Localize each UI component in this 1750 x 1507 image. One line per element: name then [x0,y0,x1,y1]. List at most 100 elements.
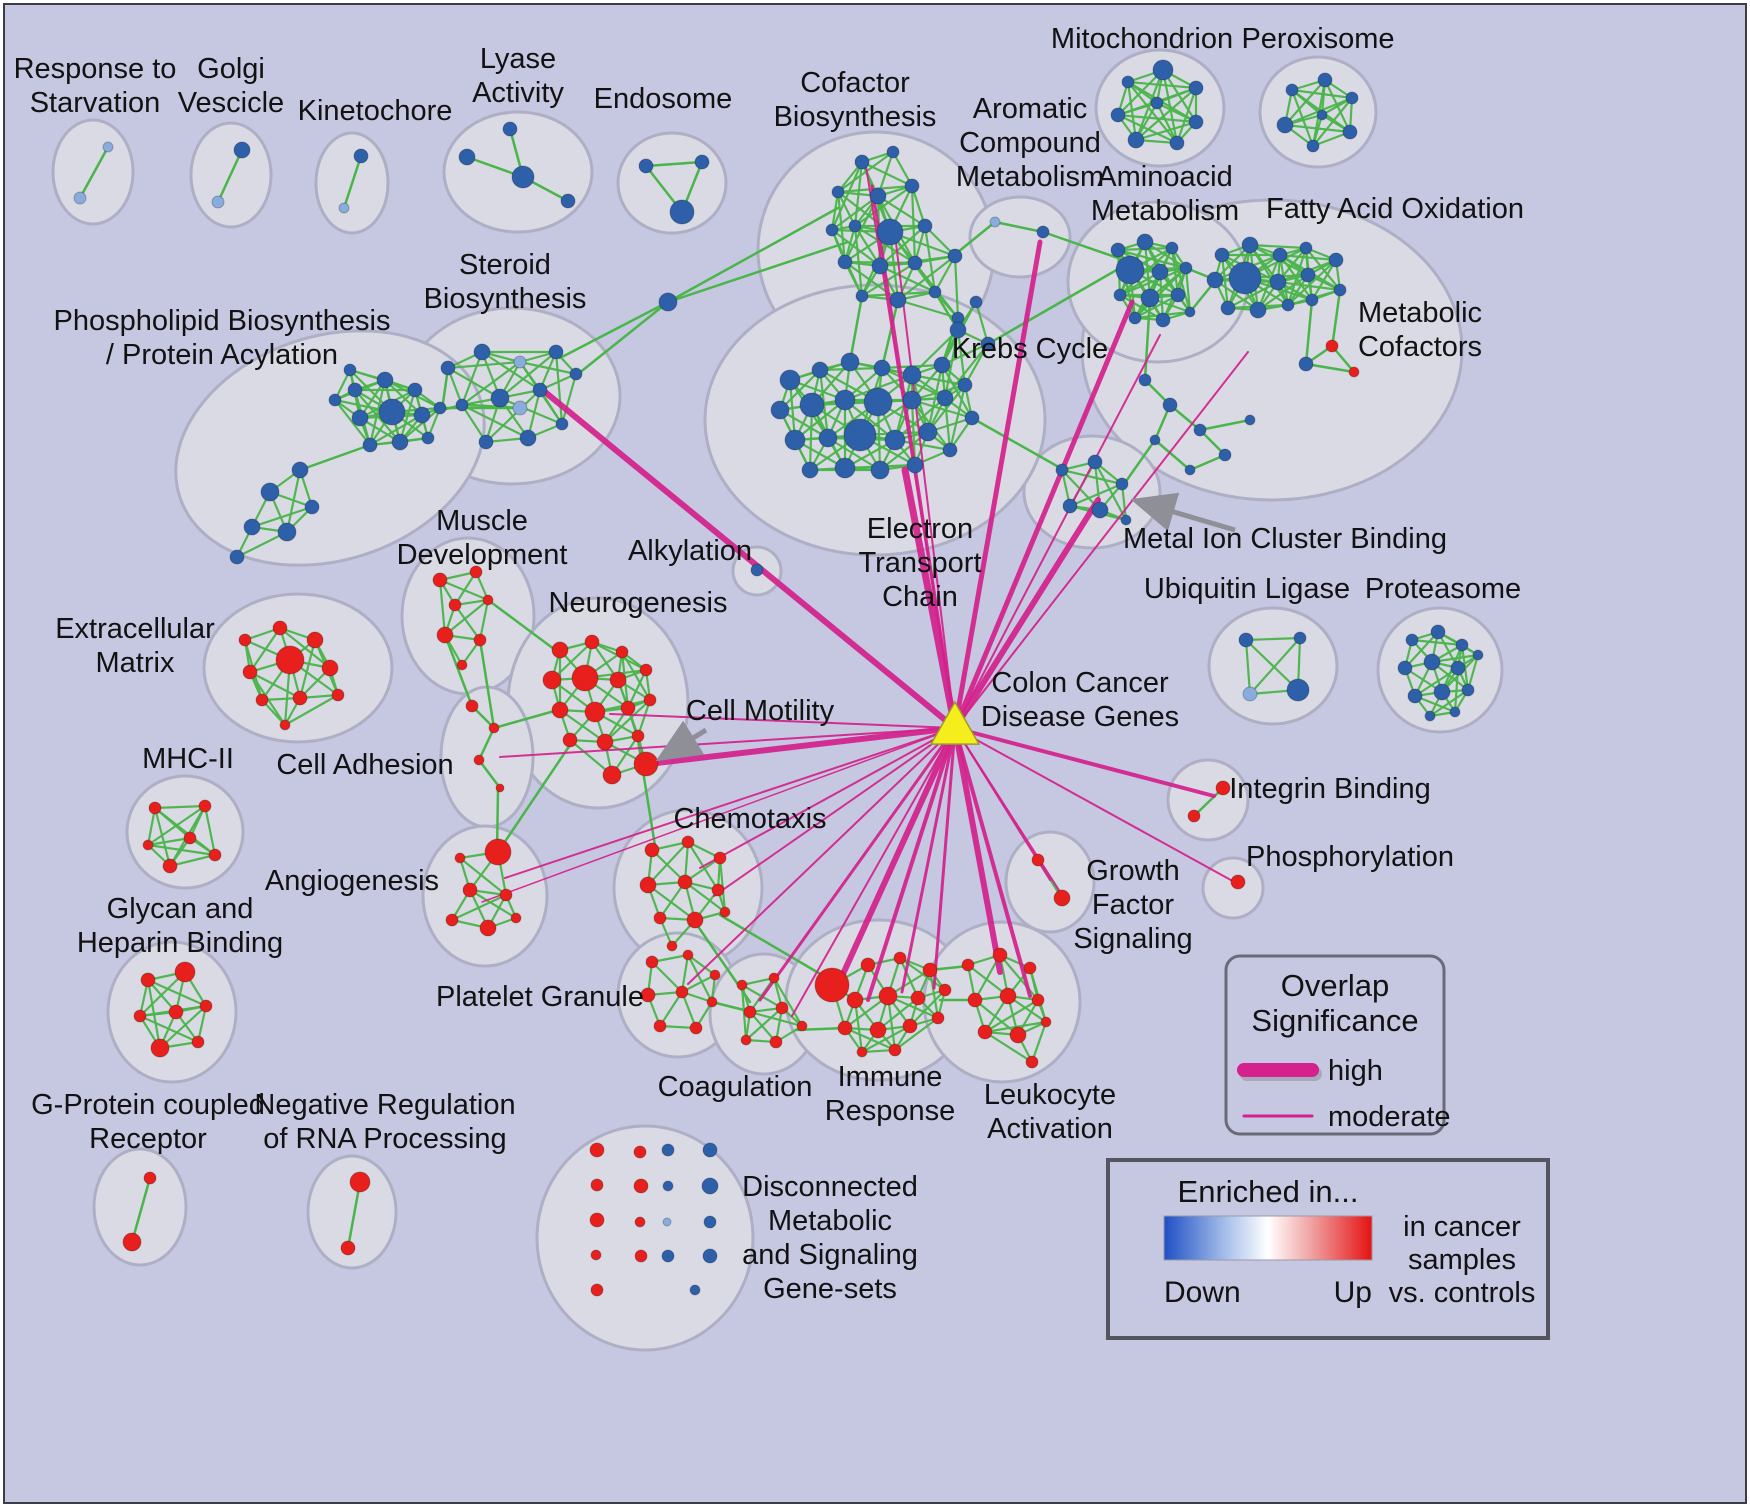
gene-set-node[interactable] [957,377,973,393]
gene-set-node[interactable] [1249,301,1267,319]
gene-set-node[interactable] [1149,434,1161,446]
gene-set-node[interactable] [1450,660,1466,676]
gene-set-node[interactable] [620,700,636,716]
gene-set-node[interactable] [277,522,297,542]
gene-set-node[interactable] [243,518,261,536]
gene-set-node[interactable] [799,392,825,418]
gene-set-node[interactable] [855,289,869,303]
gene-set-node[interactable] [512,400,528,416]
gene-set-node[interactable] [211,195,225,209]
gene-set-node[interactable] [770,400,790,420]
gene-set-node[interactable] [634,1249,648,1263]
gene-set-node[interactable] [701,1177,719,1195]
gene-set-node[interactable] [1009,1026,1027,1044]
gene-set-node[interactable] [1214,247,1230,263]
gene-set-node[interactable] [615,645,629,659]
gene-set-node[interactable] [1023,961,1037,975]
gene-set-node[interactable] [873,359,891,377]
gene-set-node[interactable] [328,393,342,407]
gene-set-node[interactable] [1285,83,1299,97]
colon-cancer-triangle[interactable] [929,700,981,745]
gene-set-node[interactable] [502,121,518,137]
gene-set-node[interactable] [1449,706,1461,718]
gene-set-node[interactable] [148,801,162,815]
gene-set-node[interactable] [902,365,922,385]
gene-set-node[interactable] [421,431,435,445]
gene-set-node[interactable] [750,563,764,577]
gene-set-node[interactable] [542,670,562,690]
gene-set-node[interactable] [1300,267,1316,283]
gene-set-node[interactable] [740,1034,752,1046]
gene-set-node[interactable] [633,751,659,777]
gene-set-node[interactable] [869,1021,887,1039]
gene-set-node[interactable] [548,344,564,360]
gene-set-node[interactable] [1272,247,1288,263]
gene-set-node[interactable] [1281,298,1295,312]
gene-set-node[interactable] [1169,135,1185,151]
gene-set-node[interactable] [291,461,309,479]
gene-set-node[interactable] [922,962,938,978]
gene-set-node[interactable] [1242,686,1258,702]
gene-set-node[interactable] [961,958,975,972]
gene-set-node[interactable] [1328,252,1344,268]
gene-set-node[interactable] [889,291,907,309]
gene-set-node[interactable] [775,1001,789,1015]
gene-set-node[interactable] [349,1171,371,1193]
gene-set-node[interactable] [1345,91,1359,105]
gene-set-node[interactable] [1062,498,1078,514]
gene-set-node[interactable] [917,218,933,234]
gene-set-node[interactable] [1193,423,1207,437]
gene-set-node[interactable] [633,1178,649,1194]
gene-set-node[interactable] [639,663,653,677]
gene-set-node[interactable] [871,257,889,275]
gene-set-node[interactable] [669,199,695,225]
gene-set-node[interactable] [1115,255,1145,285]
gene-set-node[interactable] [703,1215,717,1229]
gene-set-node[interactable] [609,671,627,689]
gene-set-node[interactable] [73,191,87,205]
gene-set-node[interactable] [834,389,856,411]
gene-set-node[interactable] [989,216,1001,228]
gene-set-node[interactable] [495,783,505,793]
gene-set-node[interactable] [811,361,829,379]
gene-set-node[interactable] [1150,96,1164,110]
gene-set-node[interactable] [719,906,731,918]
gene-set-node[interactable] [893,951,907,965]
gene-set-node[interactable] [869,187,887,205]
gene-set-node[interactable] [661,1249,675,1263]
gene-set-node[interactable] [843,418,877,452]
gene-set-node[interactable] [1165,241,1179,255]
gene-set-node[interactable] [980,336,996,352]
gene-set-node[interactable] [1316,109,1328,121]
gene-set-node[interactable] [662,1180,674,1192]
gene-set-node[interactable] [992,947,1008,963]
gene-set-node[interactable] [999,987,1017,1005]
gene-set-node[interactable] [331,688,345,702]
gene-set-node[interactable] [949,321,967,339]
gene-set-node[interactable] [413,406,431,424]
gene-set-node[interactable] [709,969,721,981]
gene-set-node[interactable] [633,1145,647,1159]
gene-set-node[interactable] [1299,241,1313,255]
gene-set-node[interactable] [407,382,423,398]
gene-set-node[interactable] [645,955,659,969]
gene-set-node[interactable] [1228,261,1262,295]
gene-set-node[interactable] [436,626,454,644]
gene-set-node[interactable] [1325,339,1339,353]
gene-set-node[interactable] [482,594,494,606]
gene-set-node[interactable] [473,343,491,361]
gene-set-node[interactable] [279,719,291,731]
gene-set-node[interactable] [933,356,951,374]
gene-set-node[interactable] [689,1021,703,1035]
gene-set-node[interactable] [964,410,980,426]
gene-set-node[interactable] [938,983,952,997]
gene-set-node[interactable] [653,1019,667,1033]
gene-set-node[interactable] [560,193,576,209]
gene-set-node[interactable] [454,852,466,864]
gene-set-node[interactable] [590,1178,604,1192]
gene-set-node[interactable] [666,940,678,952]
gene-set-node[interactable] [904,178,920,194]
gene-set-node[interactable] [768,972,780,984]
gene-set-node[interactable] [1055,463,1069,477]
gene-set-node[interactable] [1152,59,1174,81]
